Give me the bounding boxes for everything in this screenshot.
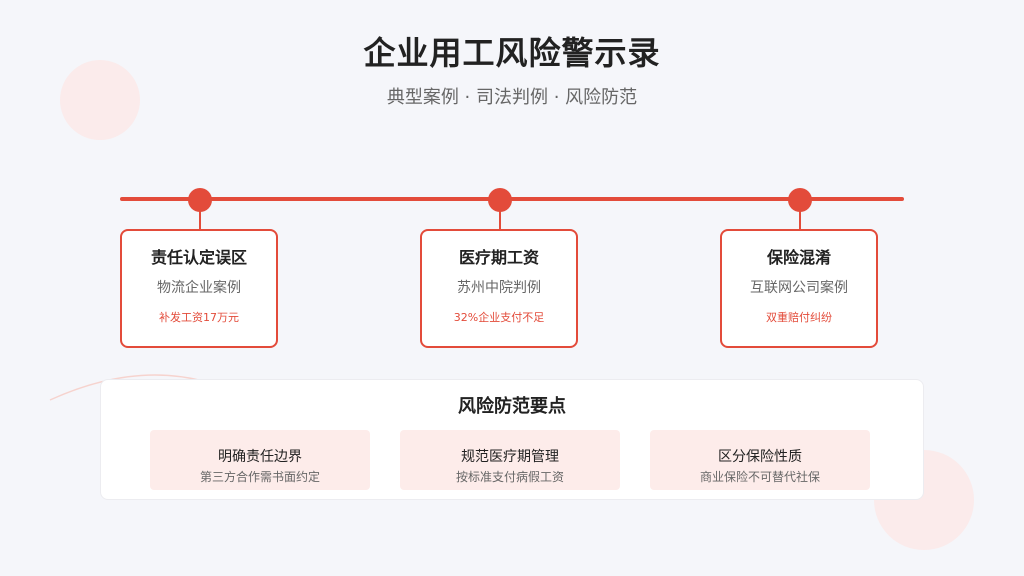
point-subtitle: 第三方合作需书面约定 xyxy=(199,470,320,484)
case-note: 补发工资17万元 xyxy=(159,311,239,324)
timeline-node-3 xyxy=(788,188,812,212)
prevention-point-medical: 规范医疗期管理 按标准支付病假工资 xyxy=(400,430,620,490)
case-title: 保险混淆 xyxy=(766,248,831,267)
case-subtitle: 苏州中院判例 xyxy=(457,280,541,296)
case-title: 责任认定误区 xyxy=(150,248,247,267)
prevention-point-insurance: 区分保险性质 商业保险不可替代社保 xyxy=(650,430,870,490)
timeline-connector-3 xyxy=(799,210,801,230)
case-note: 双重赔付纠纷 xyxy=(766,311,832,324)
timeline-node-2 xyxy=(488,188,512,212)
point-title: 明确责任边界 xyxy=(218,449,302,465)
timeline-connector-2 xyxy=(499,210,501,230)
page-subtitle: 典型案例 · 司法判例 · 风险防范 xyxy=(386,87,638,108)
point-subtitle: 商业保险不可替代社保 xyxy=(699,470,820,484)
point-title: 规范医疗期管理 xyxy=(461,449,559,465)
prevention-panel: 风险防范要点 明确责任边界 第三方合作需书面约定 规范医疗期管理 按标准支付病假… xyxy=(100,379,924,500)
case-card-insurance: 保险混淆 互联网公司案例 双重赔付纠纷 xyxy=(720,229,878,348)
decorative-circle-top-left xyxy=(60,60,140,140)
case-note: 32%企业支付不足 xyxy=(453,311,545,324)
case-card-medical-period: 医疗期工资 苏州中院判例 32%企业支付不足 xyxy=(420,229,578,348)
case-title: 医疗期工资 xyxy=(458,248,539,267)
case-card-liability: 责任认定误区 物流企业案例 补发工资17万元 xyxy=(120,229,278,348)
timeline-node-1 xyxy=(188,188,212,212)
case-subtitle: 物流企业案例 xyxy=(157,280,241,296)
point-subtitle: 按标准支付病假工资 xyxy=(455,470,564,484)
point-title: 区分保险性质 xyxy=(718,449,802,465)
timeline-line xyxy=(120,197,904,201)
timeline-connector-1 xyxy=(199,210,201,230)
prevention-point-responsibility: 明确责任边界 第三方合作需书面约定 xyxy=(150,430,370,490)
prevention-title: 风险防范要点 xyxy=(458,396,566,417)
case-subtitle: 互联网公司案例 xyxy=(750,280,848,296)
page-title: 企业用工风险警示录 xyxy=(363,34,661,72)
